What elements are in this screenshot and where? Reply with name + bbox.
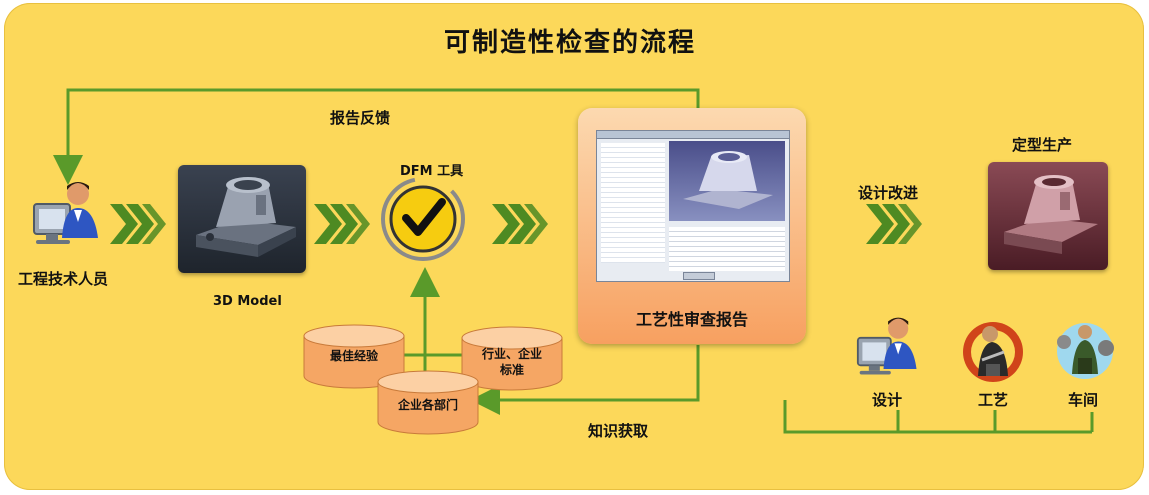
- feedback-label: 报告反馈: [330, 109, 391, 127]
- dfm-tool-label: DFM 工具: [400, 164, 464, 179]
- chevron-arrow-1: [110, 204, 166, 244]
- design-label: 设计: [872, 391, 903, 409]
- industry-standard-cylinder: [461, 326, 563, 391]
- feedback-arrow: [53, 88, 700, 185]
- engineer-label: 工程技术人员: [18, 270, 109, 288]
- report-card: 工艺性审查报告: [578, 108, 806, 344]
- report-screenshot: [596, 130, 790, 282]
- report-render: [669, 141, 785, 221]
- chevron-arrow-4: [866, 204, 922, 244]
- knowledge-label: 知识获取: [588, 422, 649, 440]
- people-connector: [783, 400, 1094, 434]
- production-image: [988, 162, 1108, 270]
- checkmark-icon: [381, 177, 465, 261]
- production-label: 定型生产: [1012, 136, 1073, 154]
- process-worker-icon: [963, 322, 1023, 382]
- process-label: 工艺: [978, 391, 1009, 409]
- departments-cylinder: [377, 370, 479, 435]
- chevron-arrow-3: [492, 204, 548, 244]
- diagram-title: 可制造性检查的流程: [443, 28, 696, 58]
- workshop-label: 车间: [1068, 391, 1099, 409]
- engineer-icon: [33, 182, 98, 244]
- 3d-model-image: [178, 165, 306, 273]
- industry-standard-label: 行业、企业 标准: [481, 347, 542, 377]
- departments-label: 企业各部门: [397, 398, 458, 412]
- chevron-arrow-2: [314, 204, 370, 244]
- best-practice-label: 最佳经验: [329, 349, 378, 363]
- report-label: 工艺性审查报告: [635, 310, 748, 329]
- design-improve-label: 设计改进: [858, 184, 919, 202]
- workshop-mechanic-icon: [1057, 323, 1114, 379]
- designer-icon: [856, 317, 917, 375]
- knowledge-arrow: [470, 345, 700, 415]
- model-label: 3D Model: [213, 294, 282, 309]
- best-practice-cylinder: [303, 324, 405, 389]
